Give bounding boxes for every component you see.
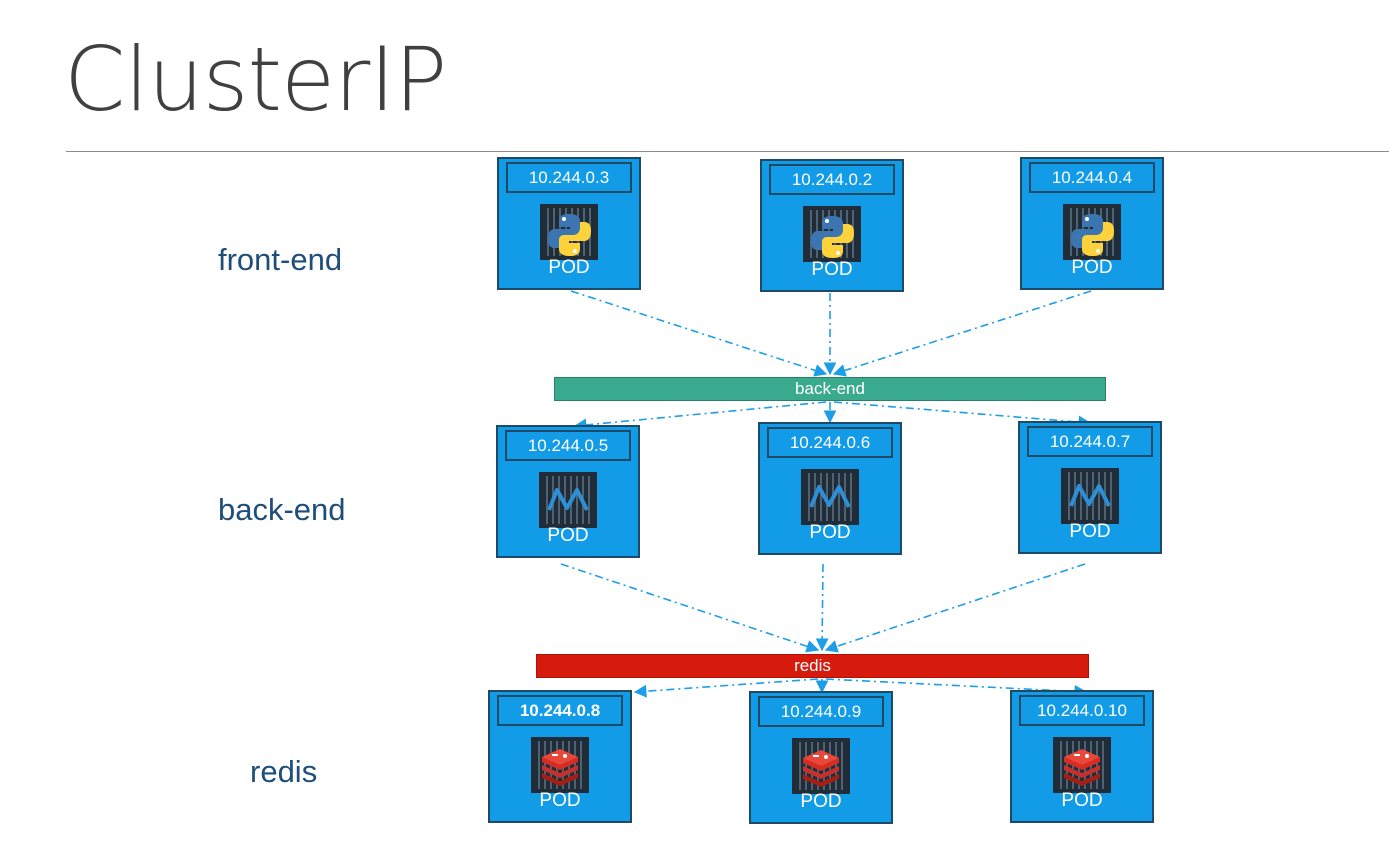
pod-ip: 10.244.0.2 — [769, 164, 895, 195]
pod-back-end-2: 10.244.0.6 POD — [758, 422, 902, 555]
pod-label: POD — [1069, 521, 1111, 542]
tier-label-back-end: back-end — [218, 492, 346, 527]
python-icon — [803, 206, 861, 262]
python-icon — [1063, 204, 1121, 260]
backend-app-icon — [539, 472, 597, 528]
arrow-fe3-to-backend — [832, 290, 1092, 377]
pod-ip: 10.244.0.9 — [758, 696, 884, 727]
pod-label: POD — [539, 790, 581, 811]
pod-redis-2: 10.244.0.9 POD — [749, 691, 893, 824]
pod-ip: 10.244.0.7 — [1027, 426, 1153, 457]
arrow-backend-to-be3 — [833, 401, 1092, 429]
pod-label: POD — [1061, 790, 1103, 811]
pod-redis-1: 10.244.0.8 POD — [488, 690, 632, 823]
pod-label: POD — [548, 257, 590, 278]
arrow-backend-to-be1 — [573, 401, 827, 432]
pod-front-end-2: 10.244.0.2 POD — [760, 159, 904, 292]
pod-back-end-3: 10.244.0.7 POD — [1018, 421, 1162, 554]
arrow-be1-to-redis — [560, 563, 820, 653]
redis-icon — [792, 738, 850, 794]
pod-ip: 10.244.0.8 — [497, 695, 623, 726]
pod-label: POD — [1071, 257, 1113, 278]
redis-icon — [531, 737, 589, 793]
arrow-redis-to-r1 — [633, 678, 819, 698]
python-icon — [540, 204, 598, 260]
backend-app-icon — [801, 469, 859, 525]
pod-ip: 10.244.0.3 — [506, 162, 632, 193]
arrow-fe1-to-backend — [570, 290, 828, 377]
page-title: ClusterIP — [64, 28, 447, 131]
tier-label-front-end: front-end — [218, 242, 343, 277]
arrow-redis-to-r3 — [825, 678, 1088, 698]
pod-ip: 10.244.0.10 — [1019, 695, 1145, 726]
pod-redis-3: 10.244.0.10 POD — [1010, 690, 1154, 823]
pod-label: POD — [800, 791, 842, 812]
pod-ip: 10.244.0.6 — [767, 427, 893, 458]
pod-front-end-1: 10.244.0.3 POD — [497, 157, 641, 290]
pod-ip: 10.244.0.4 — [1029, 162, 1155, 193]
tier-label-redis: redis — [250, 754, 318, 789]
pod-front-end-3: 10.244.0.4 POD — [1020, 157, 1164, 290]
arrow-be2-to-redis — [815, 563, 829, 652]
title-divider — [66, 151, 1389, 152]
pod-back-end-1: 10.244.0.5 POD — [496, 425, 640, 558]
backend-app-icon — [1061, 468, 1119, 524]
pod-label: POD — [811, 259, 853, 280]
pod-ip: 10.244.0.5 — [505, 430, 631, 461]
pod-label: POD — [809, 522, 851, 543]
service-bar-redis: redis — [536, 654, 1089, 678]
redis-icon — [1053, 737, 1111, 793]
service-bar-back-end: back-end — [554, 377, 1106, 401]
pod-label: POD — [547, 525, 589, 546]
arrow-be3-to-redis — [824, 563, 1086, 653]
